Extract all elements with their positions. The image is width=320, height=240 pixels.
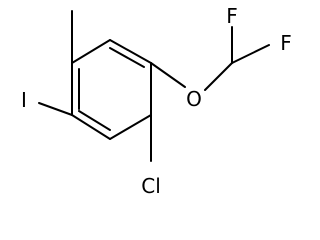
ring-bond-bottom-left	[71, 114, 111, 140]
chlorine-label: Cl	[141, 174, 161, 198]
chemical-structure-diagram: F F O I Cl	[21, 4, 292, 198]
iodine-label: I	[21, 88, 27, 112]
ring-bond-top-right	[109, 39, 152, 64]
oxygen-to-carbon-bond	[204, 62, 233, 91]
oxygen-bond	[150, 62, 186, 88]
fluorine-top-label: F	[226, 4, 238, 28]
ring-bond-bottom-right	[109, 114, 152, 140]
carbon-to-fluorine-right-bond	[231, 44, 270, 64]
ring-bond-top-left	[71, 39, 111, 64]
ring-double-bond-bottom-left	[78, 110, 111, 131]
molecule-drawing: F F O I Cl	[21, 4, 292, 198]
oxygen-label: O	[186, 87, 202, 111]
fluorine-right-label: F	[280, 31, 292, 55]
iodine-bond	[38, 102, 73, 116]
ring-double-bond-top-right	[109, 47, 145, 68]
